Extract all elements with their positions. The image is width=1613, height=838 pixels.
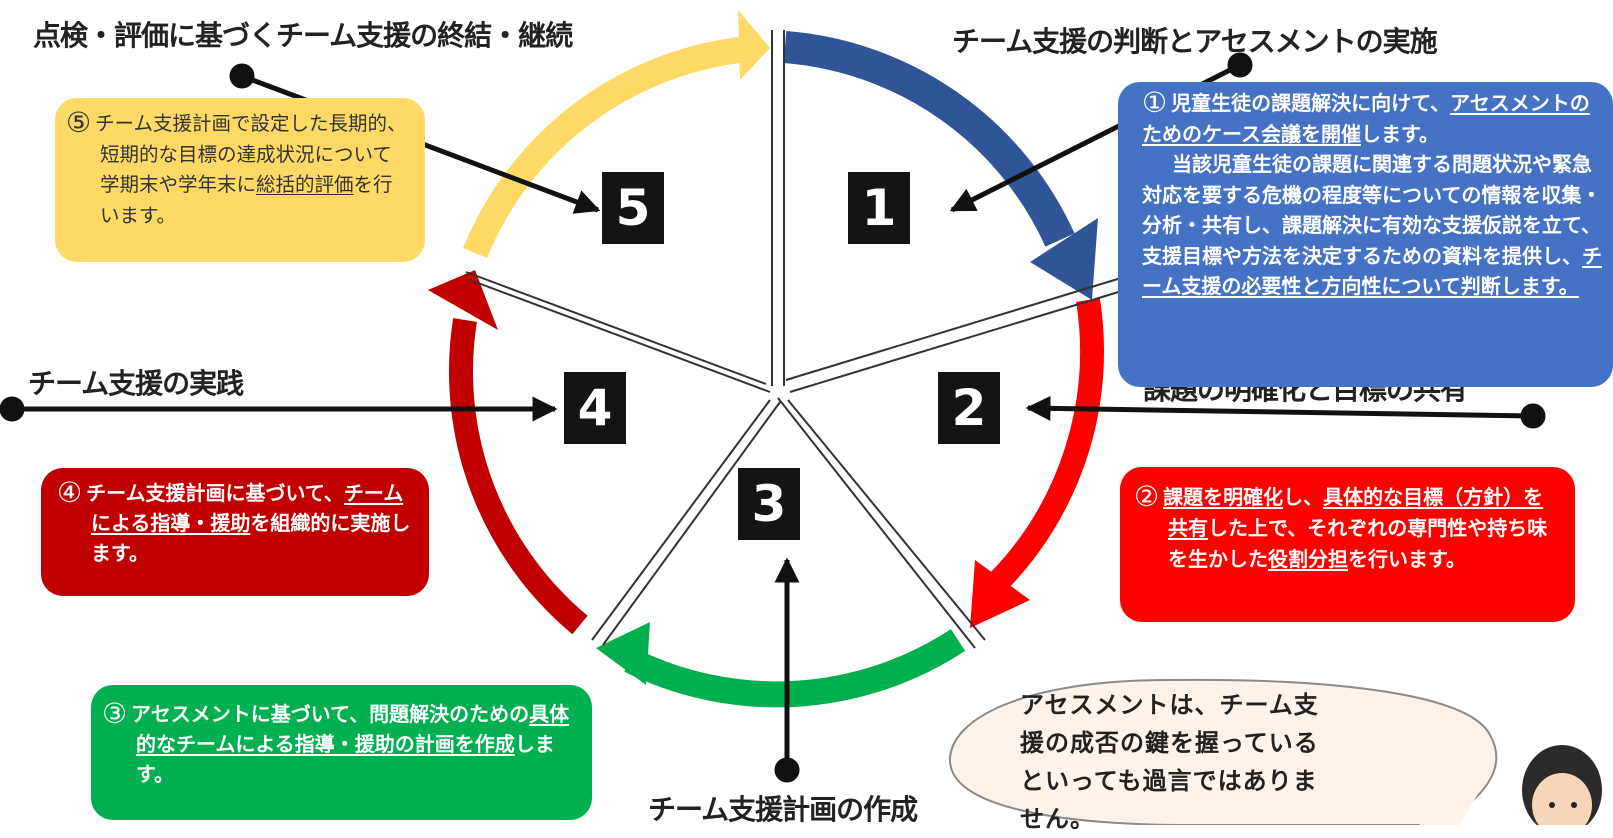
underlined-text: 具体的な目標（方針）を共有 [1168, 485, 1544, 540]
stage-5-title: 点検・評価に基づくチーム支援の終結・継続 [33, 19, 573, 52]
speech-bubble-text: アセスメントは、チーム支援の成否の鍵を握っているといっても過言ではありません。 [1020, 691, 1319, 833]
underlined-text: 総括的評価 [256, 173, 354, 196]
arrowhead-stage-5 [738, 10, 770, 80]
stage-1-number: 1 [848, 172, 910, 244]
divider-lines [465, 30, 1126, 649]
text: します。 [136, 732, 555, 786]
stage-4-number: 4 [564, 372, 626, 444]
marker-1: ① [1142, 86, 1168, 119]
arc-stage-2 [989, 298, 1104, 591]
arrowhead-stage-1 [1030, 218, 1098, 300]
text: を行います。 [100, 173, 393, 227]
marker-4: ④ [57, 476, 83, 509]
stage-2-number: 2 [938, 372, 1000, 444]
arc-stage-3 [624, 629, 966, 708]
stage-3-number: 3 [738, 468, 800, 540]
stage-3-title: チーム支援計画の作成 [648, 793, 918, 826]
text: を行います。 [1348, 547, 1466, 571]
stage-5-number: 5 [602, 172, 664, 244]
text: 当該児童生徒の課題に関連する問題状況や緊急対応を要する危機の程度等についての情報… [1142, 152, 1602, 268]
speech-bubble-tail [1400, 790, 1480, 825]
underlined-text: アセスメントのためのケース会議を開催 [1142, 91, 1590, 146]
text: した上で、それぞれの専門性や持ち味を生かした [1168, 516, 1548, 571]
stage-4-title: チーム支援の実践 [28, 367, 244, 400]
arc-stage-4 [449, 318, 588, 635]
marker-2: ② [1134, 480, 1160, 513]
underlined-text: チーム支援の必要性と方向性について判断します。 [1142, 243, 1602, 299]
stage-1-para-2: 当該児童生徒の課題に関連する問題状況や緊急対応を要する危機の程度等についての情報… [1142, 149, 1603, 302]
stage-1-title: チーム支援の判断とアセスメントの実施 [952, 25, 1438, 58]
text: チーム支援計画に基づいて、 [86, 481, 344, 505]
person-illustration [1522, 745, 1602, 825]
marker-5: ⑤ [66, 106, 92, 139]
marker-3: ③ [102, 697, 128, 730]
text: 児童生徒の課題解決に向けて、 [1171, 91, 1451, 115]
text: し、 [1283, 485, 1324, 509]
text: します。 [1361, 121, 1439, 146]
underlined-text: 役割分担 [1268, 547, 1348, 571]
arrowhead-stage-4 [428, 270, 498, 330]
arc-stage-5 [462, 37, 742, 258]
text: アセスメントに基づいて、問題解決のための [131, 702, 530, 726]
text: を組織的に実施します。 [91, 511, 411, 565]
underlined-text: チームによる指導・援助 [91, 481, 404, 535]
arrowhead-stage-3 [596, 622, 650, 685]
underlined-text: 課題を明確化 [1163, 485, 1284, 509]
arrowhead-stage-2 [970, 560, 1030, 628]
arc-stage-1 [783, 31, 1075, 247]
underlined-text: 具体的なチームによる指導・援助の計画を作成 [136, 702, 570, 756]
text: チーム支援計画で設定した長期的、短期的な目標の達成状況について学期末や学年末に [95, 112, 407, 196]
